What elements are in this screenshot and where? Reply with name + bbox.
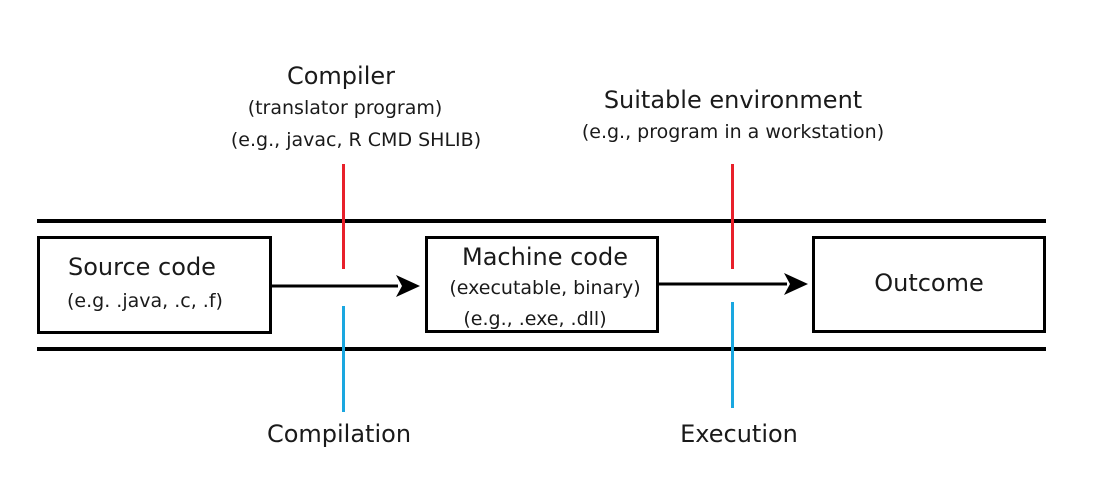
execution-marker-line [731,302,734,408]
arrowhead-machine-to-outcome [784,273,808,295]
top-rule [37,219,1046,223]
environment-marker-line [731,164,734,269]
environment-examples: (e.g., program in a workstation) [581,121,885,143]
compilation-label: Compilation [266,420,412,448]
source-code-title: Source code [68,253,216,281]
compiler-title: Compiler [286,62,396,90]
arrowhead-source-to-machine [396,275,420,297]
outcome-box: Outcome [812,236,1046,333]
source-code-box: Source code (e.g. .java, .c, .f) [37,236,272,334]
bottom-rule [37,347,1046,351]
compiler-examples: (e.g., javac, R CMD SHLIB) [230,129,482,151]
machine-code-title: Machine code [462,243,628,271]
outcome-title: Outcome [874,269,984,297]
environment-title: Suitable environment [603,86,863,114]
execution-label: Execution [680,420,798,448]
machine-code-examples: (e.g., .exe, .dll) [463,308,607,330]
source-code-examples: (e.g. .java, .c, .f) [67,290,223,312]
machine-code-box: Machine code (executable, binary) (e.g.,… [425,236,659,333]
compiler-subtitle: (translator program) [247,97,443,119]
compiler-marker-line [342,164,345,269]
machine-code-subtitle: (executable, binary) [449,277,641,299]
compilation-marker-line [342,306,345,412]
